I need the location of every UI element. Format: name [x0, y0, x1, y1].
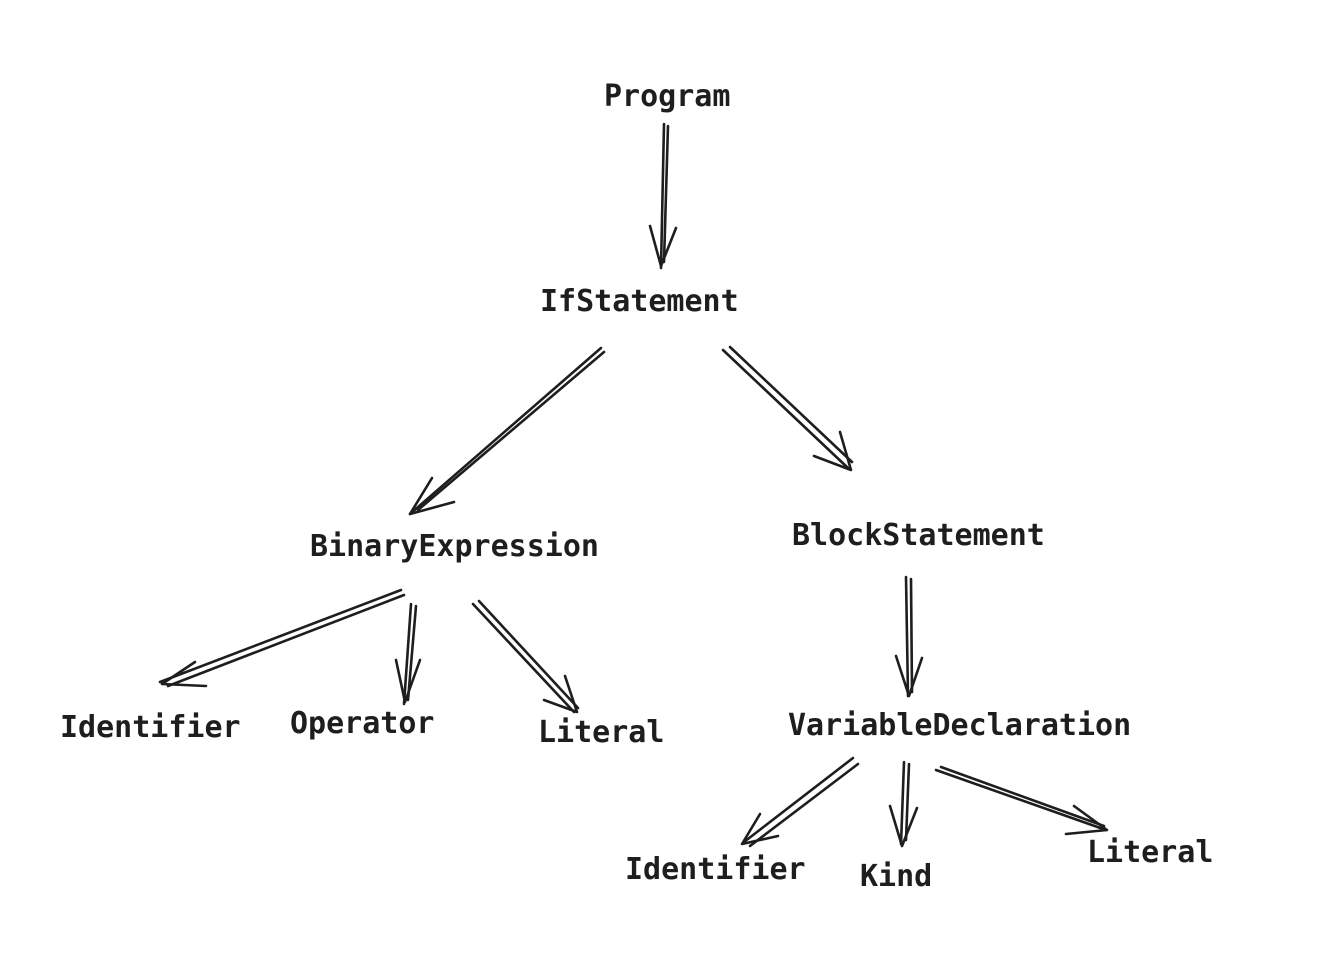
edge-ifstatement-binaryexpression: [408, 346, 606, 516]
node-identifier-right: Identifier: [625, 852, 806, 887]
node-ifstatement: IfStatement: [540, 284, 739, 319]
node-operator: Operator: [290, 706, 435, 741]
edge-program-ifstatement: [648, 122, 678, 270]
node-kind: Kind: [860, 859, 933, 894]
edge-binaryexpression-operator: [394, 602, 422, 706]
node-blockstatement: BlockStatement: [792, 518, 1045, 553]
node-identifier-left: Identifier: [60, 710, 241, 745]
edge-ifstatement-blockstatement: [721, 345, 854, 472]
node-variabledeclaration: VariableDeclaration: [788, 708, 1132, 743]
node-literal-left: Literal: [538, 715, 665, 750]
edge-binaryexpression-identifier: [158, 588, 406, 688]
edge-variabledeclaration-kind: [888, 760, 919, 848]
node-program: Program: [604, 79, 731, 114]
edge-binaryexpression-literal: [471, 599, 580, 714]
node-binaryexpression: BinaryExpression: [310, 529, 599, 564]
node-literal-right: Literal: [1087, 835, 1214, 870]
edge-variabledeclaration-identifier: [740, 756, 860, 848]
edge-variabledeclaration-literal: [934, 765, 1109, 836]
edge-blockstatement-variabledeclaration: [894, 575, 924, 698]
